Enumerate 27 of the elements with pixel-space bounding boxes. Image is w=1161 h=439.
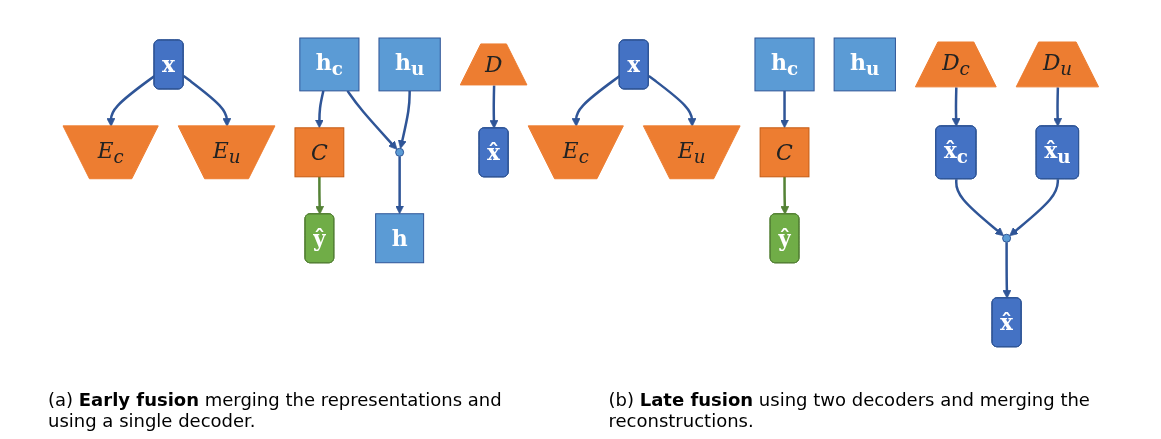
arrow xyxy=(954,179,1004,237)
figure-caption: (a) Early fusion merging the representations and using a single decoder. xyxy=(48,389,503,431)
arrow xyxy=(346,90,398,150)
arrow xyxy=(315,176,324,215)
arrow xyxy=(394,156,404,215)
node-box: h$_{u}$ xyxy=(378,37,441,92)
arrow xyxy=(780,176,789,215)
arrow xyxy=(397,91,411,149)
arrow xyxy=(1053,87,1062,127)
node-box: C xyxy=(294,127,344,178)
arrow xyxy=(182,75,231,127)
arrow xyxy=(1002,242,1011,299)
arrow xyxy=(1009,179,1059,237)
node-box: h xyxy=(374,213,424,264)
arrow xyxy=(489,85,499,129)
node-box: h$_{u}$ xyxy=(833,37,896,92)
figure-caption: (b) Late fusion using two decoders and merging the reconstructions. xyxy=(608,389,1091,431)
arrow xyxy=(106,75,155,127)
node-box: C xyxy=(759,127,810,178)
node-circle xyxy=(1001,233,1011,243)
node-box: h$_{c}$ xyxy=(299,37,360,92)
arrow xyxy=(779,91,789,129)
arrow xyxy=(314,90,325,129)
node-circle xyxy=(394,147,404,157)
arrow xyxy=(647,75,697,127)
arrow xyxy=(951,87,961,127)
node-box: h$_{c}$ xyxy=(754,37,815,92)
